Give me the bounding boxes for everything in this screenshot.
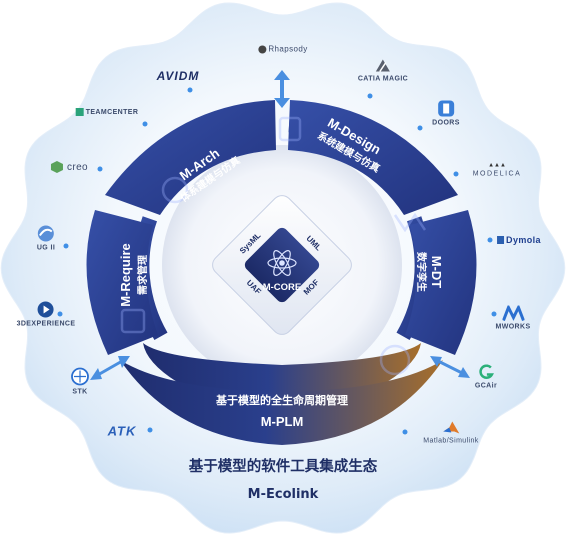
tool-teamcenter[interactable]: TEAMCENTER — [75, 108, 139, 116]
tool-label: UG II — [36, 244, 56, 252]
m-require-title: M-Require — [118, 243, 133, 307]
tool-stk[interactable]: STK — [70, 367, 90, 396]
doors-icon — [437, 100, 454, 117]
core-title: M-CORE — [263, 282, 302, 293]
tool-label: GCAir — [474, 382, 498, 390]
band-plm — [120, 360, 443, 445]
tool-matlab[interactable]: Matlab/Simulink — [423, 420, 478, 445]
tool-label: creo — [66, 161, 89, 173]
3dexperience-icon — [38, 301, 54, 318]
arrow-top — [274, 70, 290, 108]
dot — [453, 171, 459, 177]
stk-icon — [71, 367, 89, 386]
m-dt-subtitle: 数字孪生 — [415, 252, 428, 292]
gcair-icon — [479, 364, 495, 379]
tool-label: CATIA MAGIC — [357, 75, 409, 83]
tool-label: Rhapsody — [268, 44, 308, 54]
tool-mworks[interactable]: MWORKS — [495, 305, 531, 331]
dot — [487, 237, 493, 243]
dymola-icon — [497, 236, 505, 244]
ecolink-name: M-Ecolink — [248, 487, 319, 502]
dot — [147, 427, 153, 433]
dot — [367, 93, 373, 99]
matlab-icon — [442, 421, 459, 434]
tool-atk[interactable]: ATK — [108, 424, 137, 439]
tool-label: MODELICA — [472, 170, 522, 178]
tool-rhapsody[interactable]: Rhapsody — [258, 45, 307, 54]
catia-icon — [375, 59, 390, 72]
band-design — [288, 100, 458, 215]
m-dt-title: M-DT — [429, 256, 444, 289]
tool-dymola[interactable]: Dymola — [497, 235, 541, 245]
tool-label: MWORKS — [495, 323, 531, 331]
tool-label: 3DEXPERIENCE — [16, 320, 76, 328]
dot — [97, 166, 103, 172]
tool-3dexperience[interactable]: 3DEXPERIENCE — [17, 301, 76, 328]
segment-m-plm[interactable] — [143, 343, 421, 425]
tool-label: STK — [72, 388, 88, 396]
ug-icon — [38, 225, 54, 242]
band-dt — [405, 210, 477, 355]
ecolink-title: 基于模型的软件工具集成生态 — [188, 457, 378, 475]
dot — [417, 125, 423, 131]
tool-ug[interactable]: UG II — [37, 225, 55, 252]
tool-label: Dymola — [506, 235, 541, 245]
band-arch — [105, 100, 276, 215]
tool-modelica[interactable]: ▲▲▲ MODELICA — [473, 163, 522, 178]
tool-creo[interactable]: creo — [50, 160, 88, 174]
arrow-right — [430, 356, 470, 378]
tool-label: DOORS — [432, 119, 460, 127]
tool-catia[interactable]: CATIA MAGIC — [358, 58, 408, 83]
teamcenter-icon — [75, 108, 84, 116]
tool-doors[interactable]: DOORS — [432, 100, 460, 127]
rhapsody-icon — [258, 45, 267, 53]
tool-label: TEAMCENTER — [85, 108, 139, 116]
dot — [187, 87, 193, 93]
atom-icon — [267, 250, 297, 276]
mworks-icon — [502, 305, 524, 322]
dot — [142, 121, 148, 127]
tool-avidm[interactable]: AVIDM — [157, 69, 200, 83]
dot — [63, 243, 69, 249]
m-require-subtitle: 需求管理 — [136, 255, 149, 295]
band-require — [86, 210, 158, 355]
atk-logo: ATK — [107, 423, 137, 439]
watermark-icons — [120, 116, 427, 376]
avidm-logo: AVIDM — [156, 69, 200, 83]
dot — [402, 429, 408, 435]
creo-icon — [50, 161, 63, 173]
plm-title: 基于模型的全生命周期管理 — [215, 393, 348, 407]
dot — [491, 311, 497, 317]
tool-label: Matlab/Simulink — [423, 437, 479, 445]
arrow-left — [90, 356, 130, 380]
plm-name: M-PLM — [261, 414, 304, 429]
modelica-icon: ▲▲▲ — [488, 162, 506, 169]
tool-gcair[interactable]: GCAir — [474, 364, 498, 390]
dot — [57, 311, 63, 317]
